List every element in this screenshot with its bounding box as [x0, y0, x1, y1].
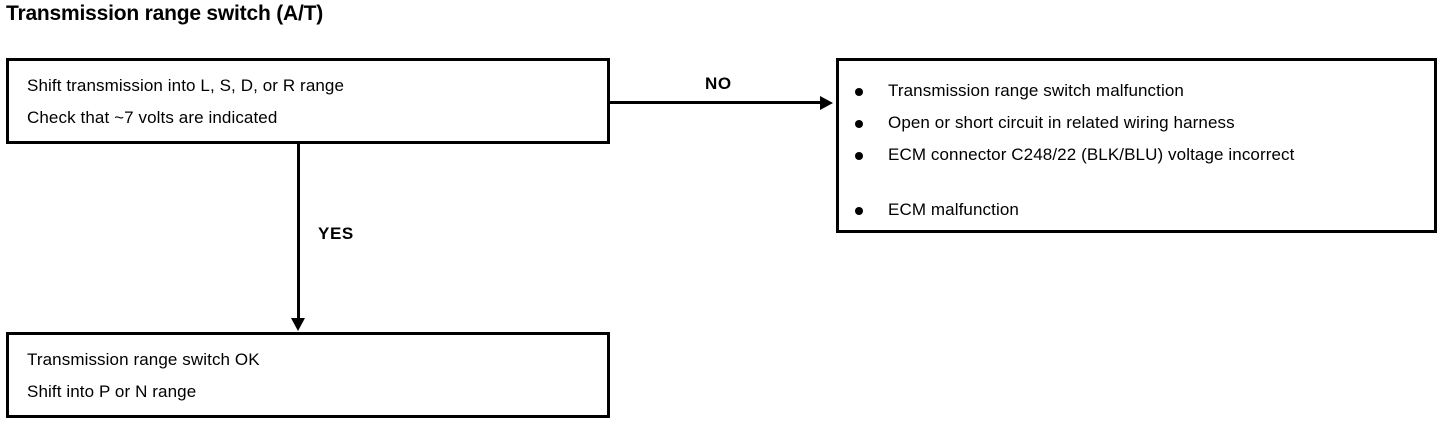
bullet-icon — [855, 207, 863, 215]
check-line-2: Check that ~7 volts are indicated — [27, 108, 278, 127]
ok-line-2: Shift into P or N range — [27, 382, 197, 401]
fault-text-4: ECM malfunction — [888, 200, 1019, 219]
ok-line-1: Transmission range switch OK — [27, 350, 260, 369]
edge-label-yes: YES — [318, 224, 354, 243]
edge-yes-line — [297, 144, 300, 324]
check-line-1: Shift transmission into L, S, D, or R ra… — [27, 76, 345, 95]
edge-label-no: NO — [705, 74, 732, 93]
bullet-icon — [855, 88, 863, 96]
edge-no-arrowhead — [820, 96, 833, 110]
node-possible-causes: Transmission range switch malfunction Op… — [836, 58, 1437, 233]
fault-text-2: Open or short circuit in related wiring … — [888, 113, 1235, 132]
fault-text-1: Transmission range switch malfunction — [888, 81, 1184, 100]
fault-text-3: ECM connector C248/22 (BLK/BLU) voltage … — [888, 145, 1295, 164]
node-transmission-range-check: Shift transmission into L, S, D, or R ra… — [6, 58, 610, 144]
bullet-icon — [855, 120, 863, 128]
bullet-icon — [855, 152, 863, 160]
page-title: Transmission range switch (A/T) — [6, 2, 324, 25]
node-transmission-range-ok: Transmission range switch OK Shift into … — [6, 332, 610, 418]
edge-yes-arrowhead — [291, 318, 305, 331]
edge-no-line — [610, 101, 823, 104]
